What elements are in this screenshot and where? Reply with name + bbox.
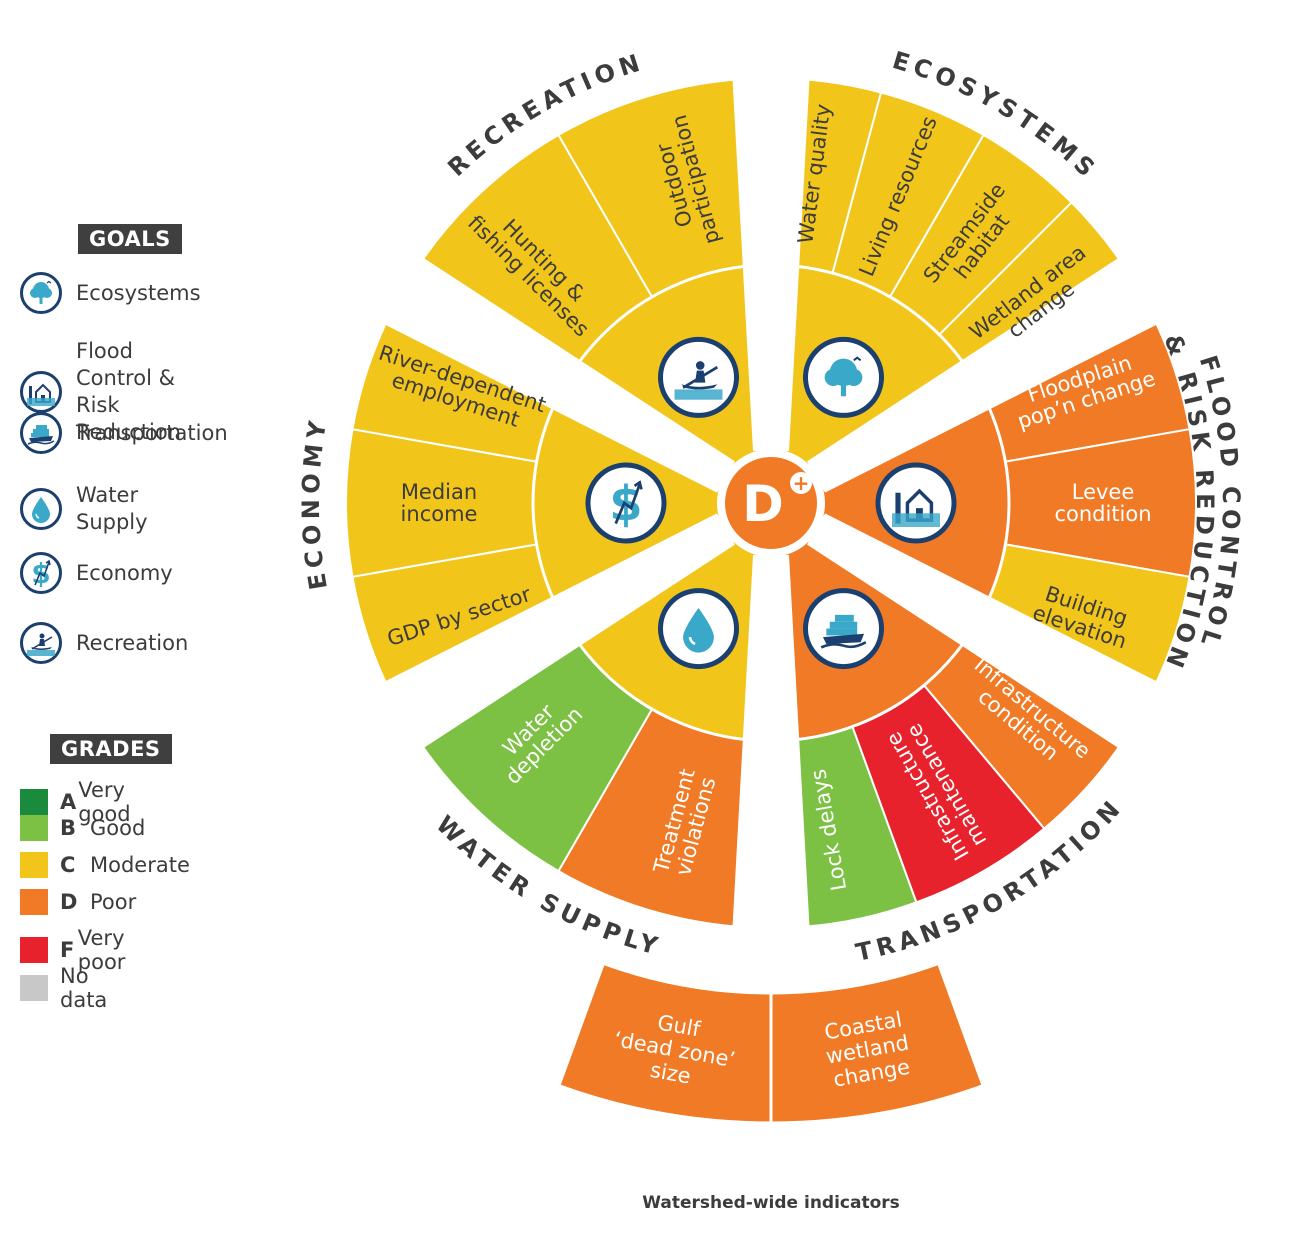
grade-swatch xyxy=(20,852,48,878)
grade-swatch xyxy=(20,937,48,963)
goal-legend-item: $ Economy xyxy=(20,552,173,594)
goal-legend-item: Water Supply xyxy=(20,482,148,536)
spoke-divider xyxy=(729,555,813,990)
kayak-icon xyxy=(674,361,723,400)
grade-label: Poor xyxy=(90,890,137,914)
spoke-divider xyxy=(328,513,735,783)
dollar-icon: $ xyxy=(609,476,643,532)
goal-legend-label: Ecosystems xyxy=(76,280,201,305)
goal-legend-label: Recreation xyxy=(76,630,189,655)
watershed-segment-0 xyxy=(557,961,773,1125)
watershed-segment-1 xyxy=(769,961,985,1125)
water_supply-goal-badge xyxy=(658,588,739,670)
indicator-ring xyxy=(345,76,1197,930)
economy-goal-badge: $ xyxy=(585,462,667,544)
no-data-swatch xyxy=(20,975,48,1001)
grade-swatch xyxy=(20,889,48,915)
spoke-divider xyxy=(807,513,1214,783)
house-flood-icon xyxy=(20,371,62,413)
goal-legend-label: Transportation xyxy=(76,420,228,445)
grade-label: Very poor xyxy=(77,926,126,974)
grades-legend-title: GRADES xyxy=(50,734,172,764)
dollar-icon: $ xyxy=(20,552,62,594)
spoke-divider xyxy=(328,223,735,493)
goal-legend-label: Flood Control &Risk Reduction xyxy=(76,339,181,444)
house-flood-icon xyxy=(892,488,940,527)
recreation-goal-badge xyxy=(658,336,739,418)
goal-icons: $ xyxy=(585,336,957,670)
economy-goal-title: ECONOMY xyxy=(297,414,333,592)
watershed-caption: Watershed-wide indicators xyxy=(642,1193,900,1213)
overall-grade-letter: D xyxy=(742,475,784,533)
no-data-label: No data xyxy=(60,964,108,1012)
ecosystems-goal-badge xyxy=(803,336,884,418)
goal-legend-item: Recreation xyxy=(20,622,188,664)
goal-legend-item: Transportation xyxy=(20,412,228,454)
goal-legend-item: Ecosystems xyxy=(20,272,201,314)
goal-legend-label: Economy xyxy=(76,560,173,585)
barge-icon xyxy=(20,412,62,454)
grade-swatch xyxy=(20,789,48,815)
grade-legend-item: B Good xyxy=(20,815,145,841)
goals-legend-title: GOALS xyxy=(78,224,182,254)
barge-icon xyxy=(820,614,867,649)
overall-grade-modifier: + xyxy=(793,471,810,495)
grade-letter: F xyxy=(60,938,75,962)
spoke-divider xyxy=(807,223,1214,493)
grade-legend-no-data: No data xyxy=(20,964,107,1012)
grade-label: Moderate xyxy=(90,853,190,877)
spoke-divider xyxy=(729,16,813,451)
watershed-indicator-label: Coastalwetlandchange xyxy=(820,1007,915,1092)
tree-icon xyxy=(824,356,863,397)
goal-legend-item: Flood Control &Risk Reduction xyxy=(20,338,181,446)
grade-modifier-bg xyxy=(790,472,812,494)
flood-goal-badge xyxy=(875,462,957,544)
tree-icon xyxy=(20,272,62,314)
grade-letter: A xyxy=(60,790,77,814)
kayak-icon xyxy=(20,622,62,664)
transportation-goal-badge xyxy=(803,588,884,670)
grade-label: Good xyxy=(90,816,146,840)
grade-legend-item: C Moderate xyxy=(20,852,190,878)
grade-legend-item: D Poor xyxy=(20,889,136,915)
grade-letter: D xyxy=(60,890,78,914)
grade-letter: B xyxy=(60,816,77,840)
water-drop-icon xyxy=(20,488,62,530)
grade-label: Very good xyxy=(78,778,131,826)
goal-legend-label: Water Supply xyxy=(76,483,148,534)
water-drop-icon xyxy=(683,608,714,653)
grade-swatch xyxy=(20,815,48,841)
grade-letter: C xyxy=(60,853,76,877)
spokes xyxy=(328,16,1214,990)
